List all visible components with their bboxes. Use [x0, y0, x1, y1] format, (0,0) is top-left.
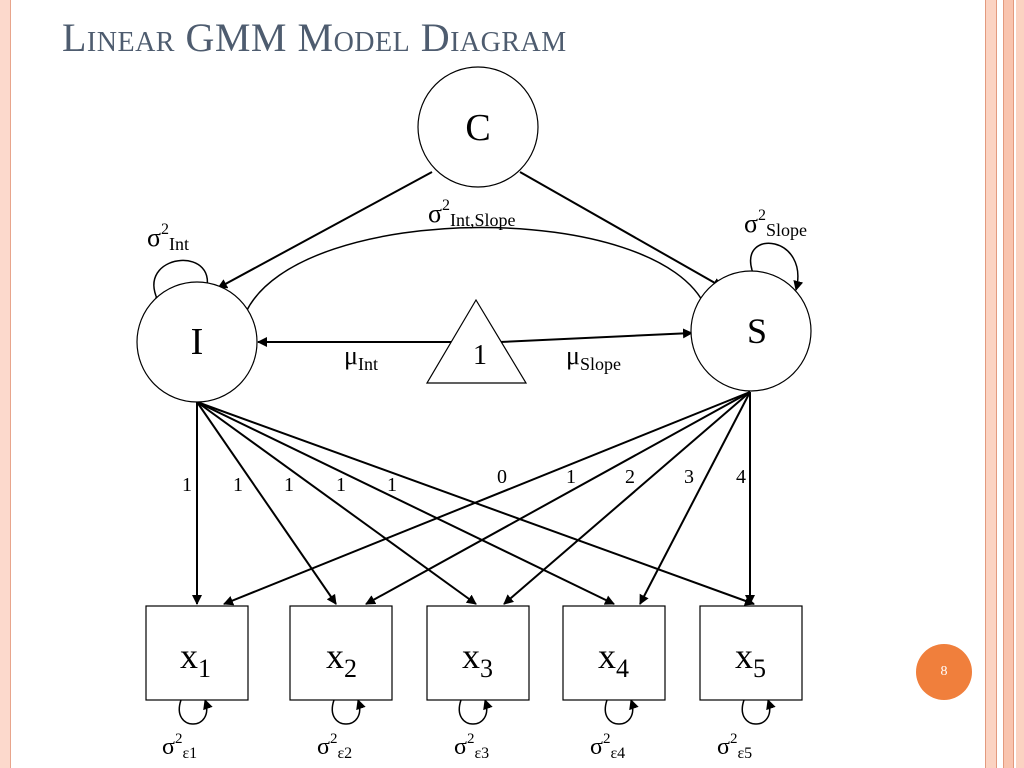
loading-intercept-x3: [196, 401, 477, 605]
latent-slope-node: [690, 270, 812, 392]
observed-box-x3: [426, 605, 530, 701]
residual-label-x4: σ2ε4: [590, 731, 625, 762]
observed-box-x1: [145, 605, 249, 701]
observed-label-x1: x1: [180, 636, 211, 683]
residual-label-x2: σ2ε2: [317, 731, 352, 762]
label-intercept: I: [191, 321, 204, 363]
variance-loop-intercept: [153, 259, 213, 307]
slope-loading-label: 1: [566, 466, 576, 488]
intercept-loading-label: 1: [284, 474, 294, 496]
observed-box-x5: [699, 605, 803, 701]
label-covariance: σ2Int,Slope: [428, 197, 516, 230]
loading-slope-x1: [223, 391, 751, 606]
label-slope: S: [747, 311, 767, 351]
label-mean-slope: μSlope: [566, 341, 621, 374]
residual-loop-x1: [178, 689, 213, 725]
label-mean-intercept: μInt: [344, 341, 378, 374]
page-number-badge: 8: [916, 644, 972, 700]
loading-intercept-x4: [196, 401, 615, 605]
label-variance-slope: σ2Slope: [744, 207, 807, 240]
residual-label-x1: σ2ε1: [162, 731, 197, 762]
observed-box-x2: [289, 605, 393, 701]
loading-slope-x3: [503, 391, 751, 605]
intercept-loading-label: 1: [182, 474, 192, 496]
slide-frame-right-stripe: [1003, 0, 1014, 768]
covariance-arc: [237, 226, 708, 323]
label-constant: 1: [473, 340, 487, 371]
slope-loading-label: 4: [736, 466, 746, 488]
slope-loading-label: 2: [625, 466, 635, 488]
slide-frame-left: [0, 0, 11, 768]
intercept-loading-label: 1: [336, 474, 346, 496]
latent-intercept-node: [136, 281, 258, 403]
latent-class-node: [417, 66, 539, 188]
residual-label-x5: σ2ε5: [717, 731, 752, 762]
observed-label-x4: x4: [598, 636, 629, 683]
loading-intercept-x2: [196, 401, 337, 605]
intercept-loading-label: 1: [233, 474, 243, 496]
residual-loop-x3: [458, 689, 493, 725]
residual-loop-x2: [331, 689, 366, 725]
variance-loop-slope: [749, 242, 804, 291]
label-class: C: [465, 107, 490, 149]
residual-label-x3: σ2ε3: [454, 731, 489, 762]
observed-label-x3: x3: [462, 636, 493, 683]
path-c-to-intercept: [217, 171, 433, 289]
residual-loop-x5: [741, 689, 776, 725]
slide-frame-right-stripe: [985, 0, 997, 768]
constant-triangle: [425, 298, 528, 384]
residual-loop-x4: [604, 689, 639, 725]
intercept-loading-label: 1: [387, 474, 397, 496]
slope-loading-label: 3: [684, 466, 694, 488]
slope-loading-label: 0: [497, 466, 507, 488]
slide-frame-right-stripe: [1016, 0, 1024, 768]
path-c-to-slope: [519, 171, 723, 288]
loading-slope-x2: [365, 391, 751, 605]
observed-label-x5: x5: [735, 636, 766, 683]
label-variance-intercept: σ2Int: [147, 221, 189, 254]
observed-box-x4: [562, 605, 666, 701]
observed-label-x2: x2: [326, 636, 357, 683]
loading-slope-x4: [639, 391, 751, 605]
slide-title: Linear GMM Model Diagram: [62, 15, 567, 60]
path-constant-to-slope: [499, 328, 693, 343]
